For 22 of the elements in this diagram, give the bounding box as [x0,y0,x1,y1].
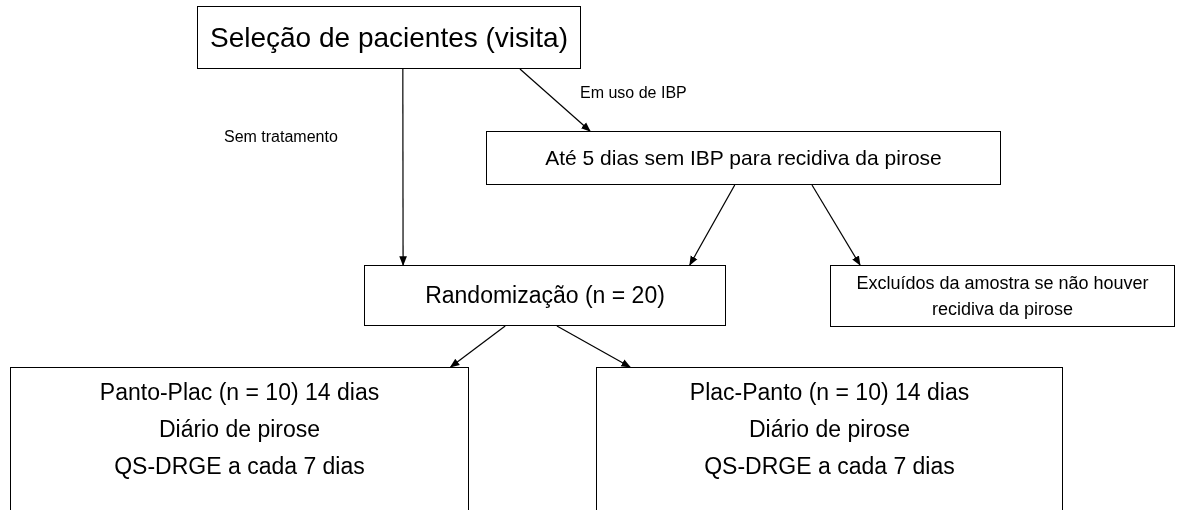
box-text: Até 5 dias sem IBP para recidiva da pirose [545,145,942,171]
box-text: Excluídos da amostra se não houver recidiva da pirose [855,271,1150,321]
box-text: Diário de pirose [748,414,911,444]
box-text: Randomização (n = 20) [425,281,665,310]
box-text: Seleção de pacientes (visita) [210,20,568,55]
arrow [449,325,506,368]
process-box [830,265,1175,327]
process-box [364,265,726,326]
arrow [556,325,631,368]
box-text: Panto-Plac (n = 10) 14 dias [99,378,380,407]
arrow [399,68,407,266]
box-text: QS-DRGE a cada 7 dias [114,451,365,481]
box-text: Diário de pirose [158,414,321,444]
box-text: QS-DRGE a cada 7 dias [704,451,955,481]
process-box [596,367,1063,510]
process-box [486,131,1001,185]
arrow [689,184,736,266]
process-box [10,367,469,510]
arrow [519,68,591,132]
process-box [197,6,581,69]
arrow [811,184,861,266]
box-text: Plac-Panto (n = 10) 14 dias [689,378,970,407]
